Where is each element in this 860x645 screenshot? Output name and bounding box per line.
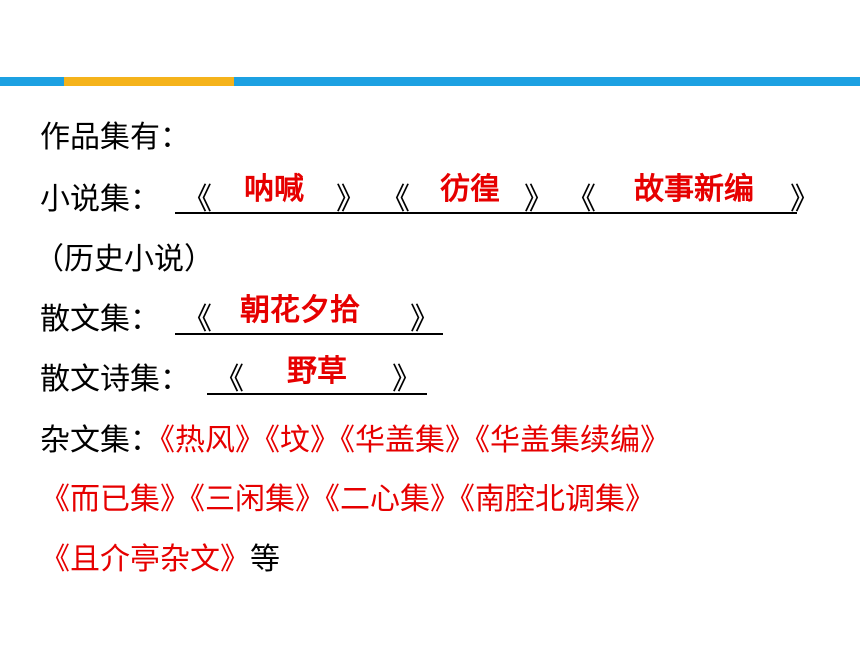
novels-answer-underline xyxy=(175,212,797,214)
novels-q2-open: 《 xyxy=(380,182,410,217)
novels-q1-close: 》 xyxy=(336,182,366,217)
novels-answer-1: 呐喊 xyxy=(244,172,304,207)
prose-poems-answer-underline xyxy=(207,393,427,395)
novels-label: 小说集： xyxy=(40,182,160,217)
prose-open: 《 xyxy=(182,302,212,337)
novels-q3-open: 《 xyxy=(566,182,596,217)
prose-answer: 朝花夕拾 xyxy=(240,293,360,328)
novels-answer-2: 彷徨 xyxy=(440,172,500,207)
novels-q2-close: 》 xyxy=(524,182,554,217)
prose-poems-answer: 野草 xyxy=(287,354,347,389)
prose-close: 》 xyxy=(410,302,440,337)
novels-q3-close: 》 xyxy=(790,182,820,217)
prose-label: 散文集： xyxy=(40,302,160,337)
header-accent-bar-yellow xyxy=(64,77,234,86)
essays-line-3: 《且介亭杂文》等 xyxy=(40,542,280,578)
prose-answer-underline xyxy=(175,333,443,335)
essays-titles-2: 《而已集》《三闲集》《二心集》《南腔北调集》 xyxy=(40,482,655,517)
header-accent-bar-blue xyxy=(0,77,860,86)
essays-line-1: 杂文集：《热风》《坟》《华盖集》《华盖集续编》 xyxy=(40,423,670,459)
novels-note: （历史小说） xyxy=(34,242,214,277)
novels-q1-open: 《 xyxy=(182,182,212,217)
prose-poems-open: 《 xyxy=(214,362,244,397)
novels-answer-3: 故事新编 xyxy=(634,172,754,207)
essays-titles-3: 《且介亭杂文》 xyxy=(40,542,250,577)
essays-titles-1: 《热风》《坟》《华盖集》《华盖集续编》 xyxy=(160,423,670,458)
prose-poems-close: 》 xyxy=(392,362,422,397)
essays-tail: 等 xyxy=(250,542,280,577)
prose-poems-label: 散文诗集： xyxy=(40,362,190,397)
intro-line: 作品集有： xyxy=(40,120,190,155)
essays-label: 杂文集： xyxy=(40,423,160,458)
